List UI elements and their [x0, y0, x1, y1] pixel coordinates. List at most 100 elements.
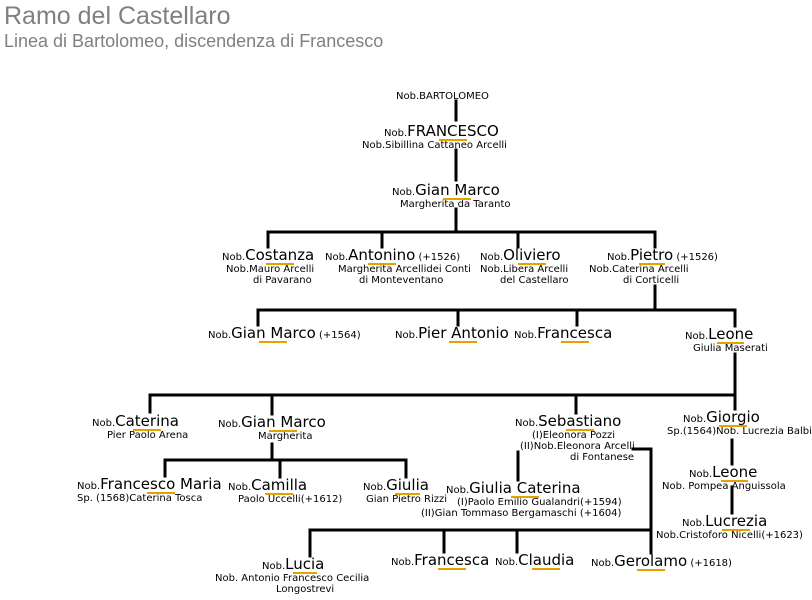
name-underline [269, 430, 298, 432]
person-name: Claudia [518, 551, 575, 569]
person-name: Francesca [537, 324, 613, 342]
person-giorgio: Nob.Giorgio [683, 409, 760, 425]
person-leone-1: Nob.Leone [685, 326, 753, 342]
person-giulia-caterina: Nob.Giulia Caterina [446, 480, 581, 496]
title-prefix: Nob. [495, 557, 519, 568]
person-name: Pier Antonio [418, 324, 509, 342]
spouse-line: Margherita [258, 431, 313, 442]
name-underline [292, 572, 317, 574]
title-prefix: Nob. [392, 187, 416, 198]
title-prefix: Nob. [683, 414, 707, 425]
title-prefix: Nob. [325, 252, 349, 263]
date-note: (+1564) [315, 330, 361, 341]
person-name: BARTOLOMEO [419, 91, 489, 102]
title-prefix: Nob. [446, 485, 470, 496]
page-subtitle: Linea di Bartolomeo, discendenza di Fran… [4, 31, 384, 51]
spouse-line: Nob.Cristoforo Nicelli(+1623) [656, 530, 803, 541]
person-name: Antonino [348, 246, 416, 264]
person-name: Giorgio [706, 408, 760, 426]
name-underline [146, 492, 175, 494]
date-note: (+1526) [673, 252, 718, 263]
spouse-line: Paolo Uccelli(+1612) [238, 494, 343, 505]
person-francesca-1: Nob.Francesca [514, 325, 612, 341]
name-underline [721, 480, 749, 482]
title-prefix: Nob. [480, 252, 504, 263]
spouse-line: Nob. Antonio Francesco Cecilia [215, 573, 370, 584]
person-pier-antonio: Nob.Pier Antonio [395, 325, 509, 341]
spouse-line: Nob.Libera Arcelli [480, 264, 569, 275]
spouse-line: Sp. (1568)Caterina Tosca [77, 493, 203, 504]
name-underline [565, 429, 594, 431]
name-underline [719, 425, 747, 427]
person-oliviero: Nob.Oliviero [480, 247, 561, 263]
spouse-line: (II)Gian Tommaso Bergamaschi (+1604) [421, 508, 622, 519]
name-underline [722, 529, 751, 531]
person-gerolamo: Nob.Gerolamo (+1618) [591, 553, 732, 569]
name-underline [259, 341, 288, 343]
spouse-line: Margherita Arcellidei Conti [338, 264, 471, 275]
name-underline [437, 568, 466, 570]
title-prefix: Nob. [396, 91, 420, 102]
title-prefix: Nob. [685, 331, 709, 342]
person-francesco: Nob.FRANCESCO [384, 123, 499, 139]
name-underline [367, 263, 396, 265]
title-prefix: Nob. [395, 330, 419, 341]
spouse-line: (I)Eleonora Pozzi [532, 430, 616, 441]
spouse-line: (II)Nob.Eleonora Arcelli [520, 441, 635, 452]
person-name: Leone [708, 325, 754, 343]
spouse-line: di Pavarano [253, 275, 312, 286]
spouse-line: di Corticelli [623, 275, 680, 286]
name-underline [560, 341, 589, 343]
title-prefix: Nob. [262, 561, 286, 572]
person-lucia: Nob.Lucia [262, 556, 324, 572]
name-underline [438, 139, 467, 141]
spouse-line: Longostrevi [276, 584, 335, 595]
name-underline [717, 342, 745, 344]
person-antonino: Nob.Antonino (+1526) [325, 247, 460, 263]
title-prefix: Nob. [363, 482, 387, 493]
name-underline [532, 568, 561, 570]
person-name: Pietro [630, 246, 674, 264]
spouse-line: Nob.Mauro Arcelli [226, 264, 315, 275]
person-costanza: Nob.Costanza [222, 247, 314, 263]
person-name: Gian Marco [241, 413, 326, 431]
person-gian-marco-2: Nob.Gian Marco (+1564) [208, 325, 361, 341]
spouse-line: Giulia Maserati [693, 343, 768, 354]
person-pietro: Nob.Pietro (+1526) [607, 247, 718, 263]
person-name: Giulia Caterina [469, 479, 581, 497]
person-leone-2: Nob.Leone [689, 464, 757, 480]
title-prefix: Nob. [92, 418, 116, 429]
spouse-line: di Monteventano [359, 275, 444, 286]
date-note: (+1526) [415, 252, 461, 263]
spouse-line: Gian Pietro Rizzi [366, 494, 448, 505]
person-sebastiano: Nob.Sebastiano [515, 413, 621, 429]
name-underline [638, 263, 665, 265]
person-name: Camilla [251, 476, 308, 494]
name-underline [133, 429, 162, 431]
person-camilla: Nob.Camilla [228, 477, 307, 493]
name-underline [449, 341, 478, 343]
person-gian-marco-1: Nob.Gian Marco [392, 182, 500, 198]
person-lucrezia: Nob.Lucrezia [682, 513, 767, 529]
person-name: Francesca [414, 551, 490, 569]
spouse-line: di Fontanese [570, 452, 635, 463]
spouse-line: Margherita da Taranto [400, 199, 511, 210]
spouse-line: Sp.(1564)Nob. Lucrezia Balbi [667, 426, 812, 437]
title-prefix: Nob. [222, 252, 246, 263]
title-prefix: Nob. [607, 252, 631, 263]
person-name: Leone [712, 463, 758, 481]
person-francesca-2: Nob.Francesca [391, 552, 489, 568]
person-name: Giulia [386, 476, 429, 494]
title-prefix: Nob. [689, 469, 713, 480]
person-giulia: Nob.Giulia [363, 477, 429, 493]
title-prefix: Nob. [384, 128, 408, 139]
name-underline [636, 569, 665, 571]
spouse-line: del Castellaro [500, 275, 569, 286]
person-name: Caterina [115, 412, 179, 430]
name-underline [443, 198, 472, 200]
person-name: FRANCESCO [407, 122, 499, 140]
title-prefix: Nob. [228, 482, 252, 493]
title-prefix: Nob. [208, 330, 232, 341]
date-note: (+1618) [687, 558, 732, 569]
